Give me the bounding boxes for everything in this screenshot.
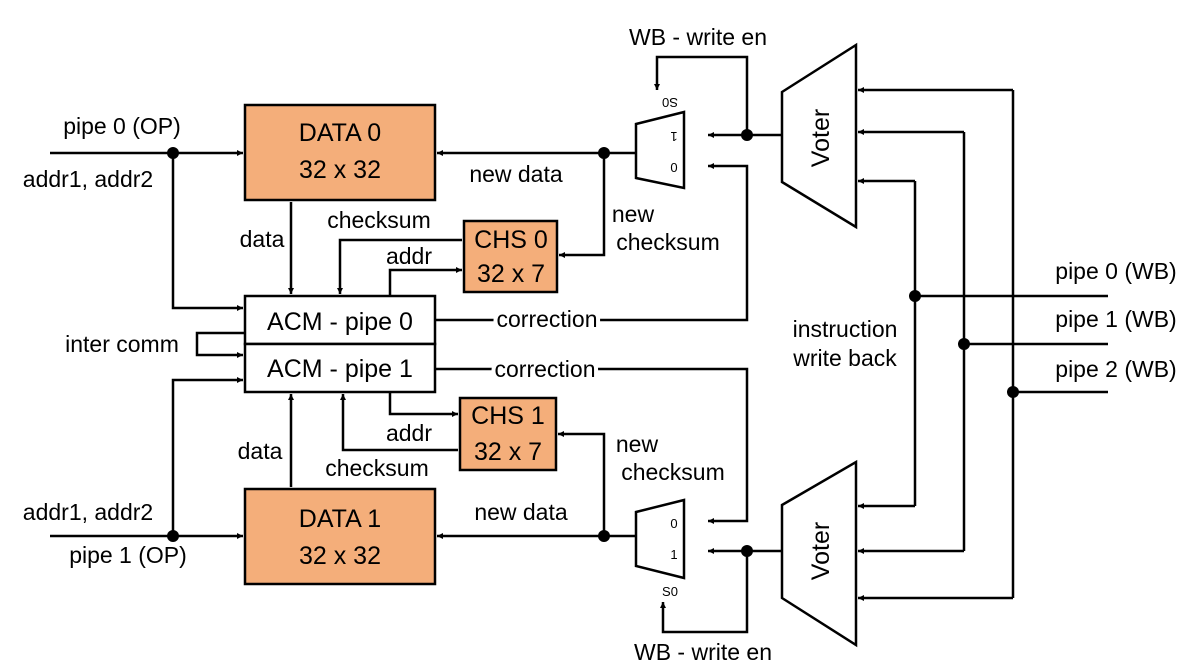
acm-pipe0-label: ACM - pipe 0	[267, 308, 413, 336]
acm-pipe1-block	[243, 342, 437, 394]
data0-block	[243, 103, 437, 202]
wires	[50, 55, 1108, 634]
label-wb-write-en-top: WB - write en	[629, 24, 767, 50]
mux-bottom	[634, 498, 686, 580]
label-new-data-top: new data	[469, 161, 563, 187]
label-addr-bottom: addr1, addr2	[23, 499, 153, 525]
mux-top-select: S0	[662, 95, 678, 110]
label-data-bottom: data	[238, 438, 283, 464]
mux-bottom-select: S0	[662, 584, 678, 599]
label-inter-comm: inter comm	[65, 331, 179, 357]
mux-top	[634, 110, 686, 190]
chs1-block	[458, 396, 558, 472]
label-addr-chs1: addr	[386, 420, 432, 446]
label-instruction-write-back-line2: write back	[792, 345, 897, 371]
mux-bottom-in1: 1	[670, 547, 677, 562]
data0-name: DATA 0	[299, 119, 381, 147]
label-correction-top: correction	[497, 306, 598, 332]
data1-block	[243, 487, 437, 586]
label-pipe2-wb: pipe 2 (WB)	[1055, 356, 1176, 382]
label-new-checksum-bottom-line1: new	[616, 431, 659, 457]
mux-top-in1: 1	[670, 129, 677, 144]
label-wb-write-en-bottom: WB - write en	[634, 639, 772, 665]
voter-top-label: Voter	[807, 109, 835, 167]
voter-bottom	[780, 459, 858, 648]
chs1-name: CHS 1	[471, 402, 545, 430]
chs1-size: 32 x 7	[474, 438, 542, 466]
label-data-top: data	[240, 226, 285, 252]
label-new-checksum-bottom-line2: checksum	[621, 459, 725, 485]
label-checksum-bottom: checksum	[325, 455, 429, 481]
label-checksum-top: checksum	[327, 207, 431, 233]
label-pipe1-op: pipe 1 (OP)	[69, 542, 187, 568]
label-new-checksum-top-line2: checksum	[616, 229, 720, 255]
data1-size: 32 x 32	[299, 542, 381, 570]
label-pipe0-wb: pipe 0 (WB)	[1055, 258, 1176, 284]
mux-top-in0: 0	[670, 160, 677, 175]
label-correction-bottom: correction	[495, 356, 596, 382]
chs0-size: 32 x 7	[477, 260, 545, 288]
data1-name: DATA 1	[299, 505, 381, 533]
junction-dots	[167, 129, 1019, 557]
voter-top	[780, 42, 858, 230]
voter-bottom-label: Voter	[807, 522, 835, 580]
label-new-data-bottom: new data	[474, 499, 568, 525]
data0-size: 32 x 32	[299, 156, 381, 184]
label-instruction-write-back-line1: instruction	[793, 316, 898, 342]
chs0-name: CHS 0	[474, 226, 548, 254]
label-addr-chs0: addr	[386, 243, 432, 269]
acm-pipe1-label: ACM - pipe 1	[267, 355, 413, 383]
label-addr-top: addr1, addr2	[23, 166, 153, 192]
chs0-block	[462, 219, 559, 294]
label-pipe1-wb: pipe 1 (WB)	[1055, 306, 1176, 332]
label-new-checksum-top-line1: new	[612, 201, 655, 227]
mux-bottom-in0: 0	[670, 516, 677, 531]
label-pipe0-op: pipe 0 (OP)	[63, 113, 181, 139]
